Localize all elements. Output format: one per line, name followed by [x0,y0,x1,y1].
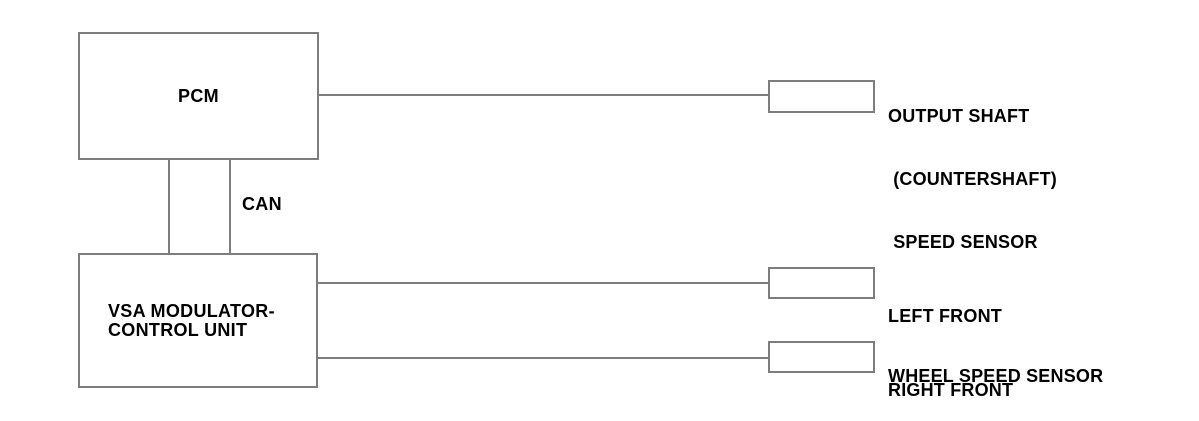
sensor-label-line: SPEED SENSOR [888,232,1038,252]
output-shaft-speed-sensor-label: OUTPUT SHAFT (COUNTERSHAFT) SPEED SENSOR [888,64,1057,295]
vsa-modulator-label-line1: VSA MODULATOR- [108,300,275,321]
can-bus-wire-right [229,160,231,253]
sensor-label-line: RIGHT FRONT [888,380,1014,400]
vsa-modulator-box: VSA MODULATOR- CONTROL UNIT [78,253,318,388]
wire-output-shaft-speed-sensor [319,94,768,96]
pcm-box: PCM [78,32,319,160]
wire-right-front-wheel-speed-sensor [318,357,768,359]
wire-left-front-wheel-speed-sensor [318,282,768,284]
sensor-label-line: OUTPUT SHAFT [888,106,1030,126]
connector-output-shaft-speed-sensor [768,80,875,113]
sensor-label-line: WHEEL SPEED SENSOR [888,366,1104,386]
vsa-modulator-label-line2: CONTROL UNIT [108,319,248,340]
sensor-label-line: LEFT FRONT [888,306,1002,326]
right-front-wheel-speed-sensor-label: RIGHT FRONT WHEEL SPEED SENSOR [888,340,1103,421]
can-bus-wire-left [168,160,170,253]
sensor-label-line: (COUNTERSHAFT) [888,169,1057,189]
connector-right-front-wheel-speed-sensor [768,341,875,373]
left-front-wheel-speed-sensor-label: LEFT FRONT WHEEL SPEED SENSOR [888,266,1103,421]
can-bus-label: CAN [242,194,282,214]
pcm-label: PCM [178,85,219,106]
connector-left-front-wheel-speed-sensor [768,267,875,299]
